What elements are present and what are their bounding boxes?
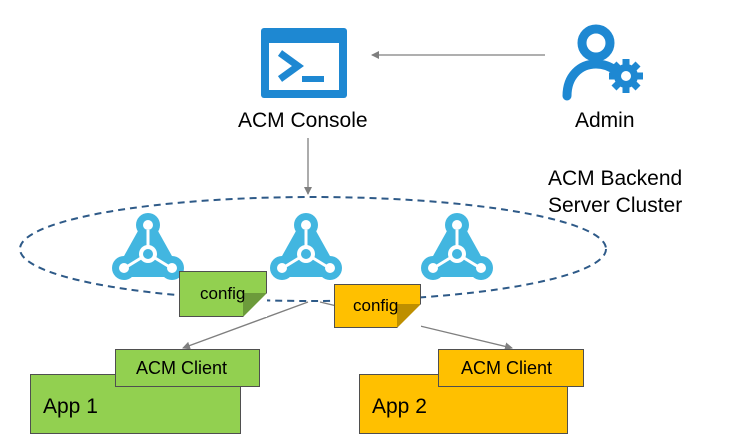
page-fold-icon [243, 293, 267, 317]
cluster-label-line1: ACM Backend [548, 167, 683, 190]
config-to-app1-arrow [182, 301, 309, 350]
app1-label: App 1 [43, 395, 98, 418]
cluster-node-icon [419, 211, 495, 282]
console-label: ACM Console [238, 109, 368, 132]
acm-client-2-box: ACM Client [438, 349, 584, 387]
app2-label: App 2 [372, 395, 427, 418]
acm-client-2-label: ACM Client [461, 358, 553, 378]
acm-client-1-box: ACM Client [115, 349, 260, 387]
cluster-node-icon [268, 211, 344, 282]
page-fold-icon [397, 304, 421, 328]
cluster-boundary [19, 196, 607, 302]
acm-client-1-label: ACM Client [136, 358, 228, 378]
admin-label: Admin [575, 109, 635, 132]
terminal-window-icon [261, 28, 347, 98]
config-note-2: config [334, 284, 421, 328]
user-gear-icon [562, 24, 643, 101]
cluster-label-line2: Server Cluster [548, 194, 683, 217]
config-label: config [353, 296, 399, 315]
cluster-node-icon [110, 211, 186, 282]
config-note-1: config [179, 271, 267, 317]
config-label: config [200, 284, 246, 303]
